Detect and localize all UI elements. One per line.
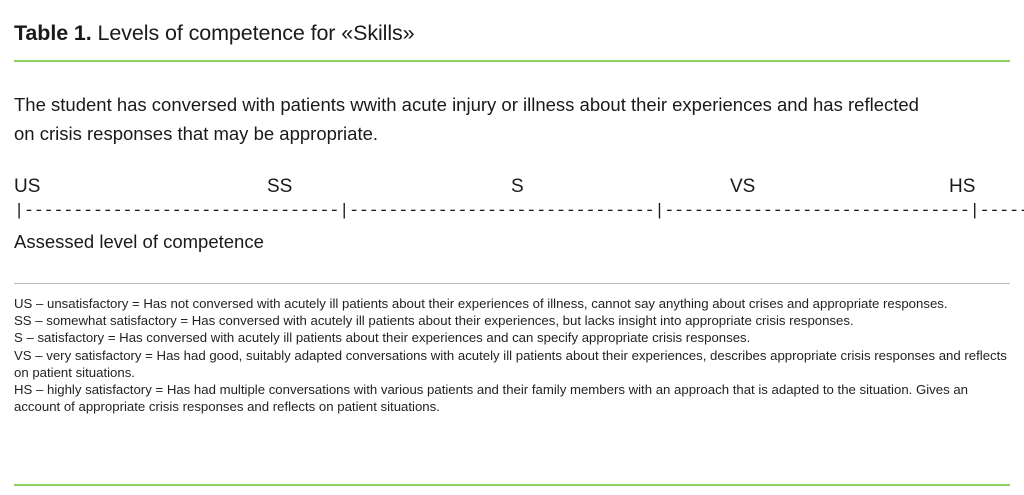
legend-section: US – unsatisfactory = Has not conversed … [14,283,1010,415]
divider-green-top [14,60,1010,62]
competence-statement: The student has conversed with patients … [14,94,919,144]
legend-item-us: US – unsatisfactory = Has not conversed … [14,296,948,311]
legend-item-hs: HS – highly satisfactory = Has had multi… [14,382,969,415]
table-title: Table 1. Levels of competence for «Skill… [14,0,1010,48]
scale-label-hs: HS [949,176,976,197]
legend-list: US – unsatisfactory = Has not conversed … [14,295,1010,415]
scale-level-labels: US SS S VS HS [14,174,1010,200]
legend-item-vs: VS – very satisfactory = Has had good, s… [14,347,1007,380]
scale-label-vs: VS [730,176,756,197]
scale-caption: Assessed level of competence [14,231,264,252]
divider-thin [14,283,1010,284]
divider-green-bottom [14,484,1010,486]
table-number-label: Table 1. [14,21,92,45]
scale-label-s: S [511,176,524,197]
table-title-text: Levels of competence for «Skills» [91,21,415,45]
scale-label-ss: SS [267,176,293,197]
legend-item-ss: SS – somewhat satisfactory = Has convers… [14,313,854,329]
competence-scale: US SS S VS HS |-------------------------… [14,174,1024,255]
scale-label-us: US [14,176,41,197]
scale-track: |--------------------------------|------… [14,202,1024,221]
legend-item-s: S – satisfactory = Has conversed with ac… [14,330,751,346]
